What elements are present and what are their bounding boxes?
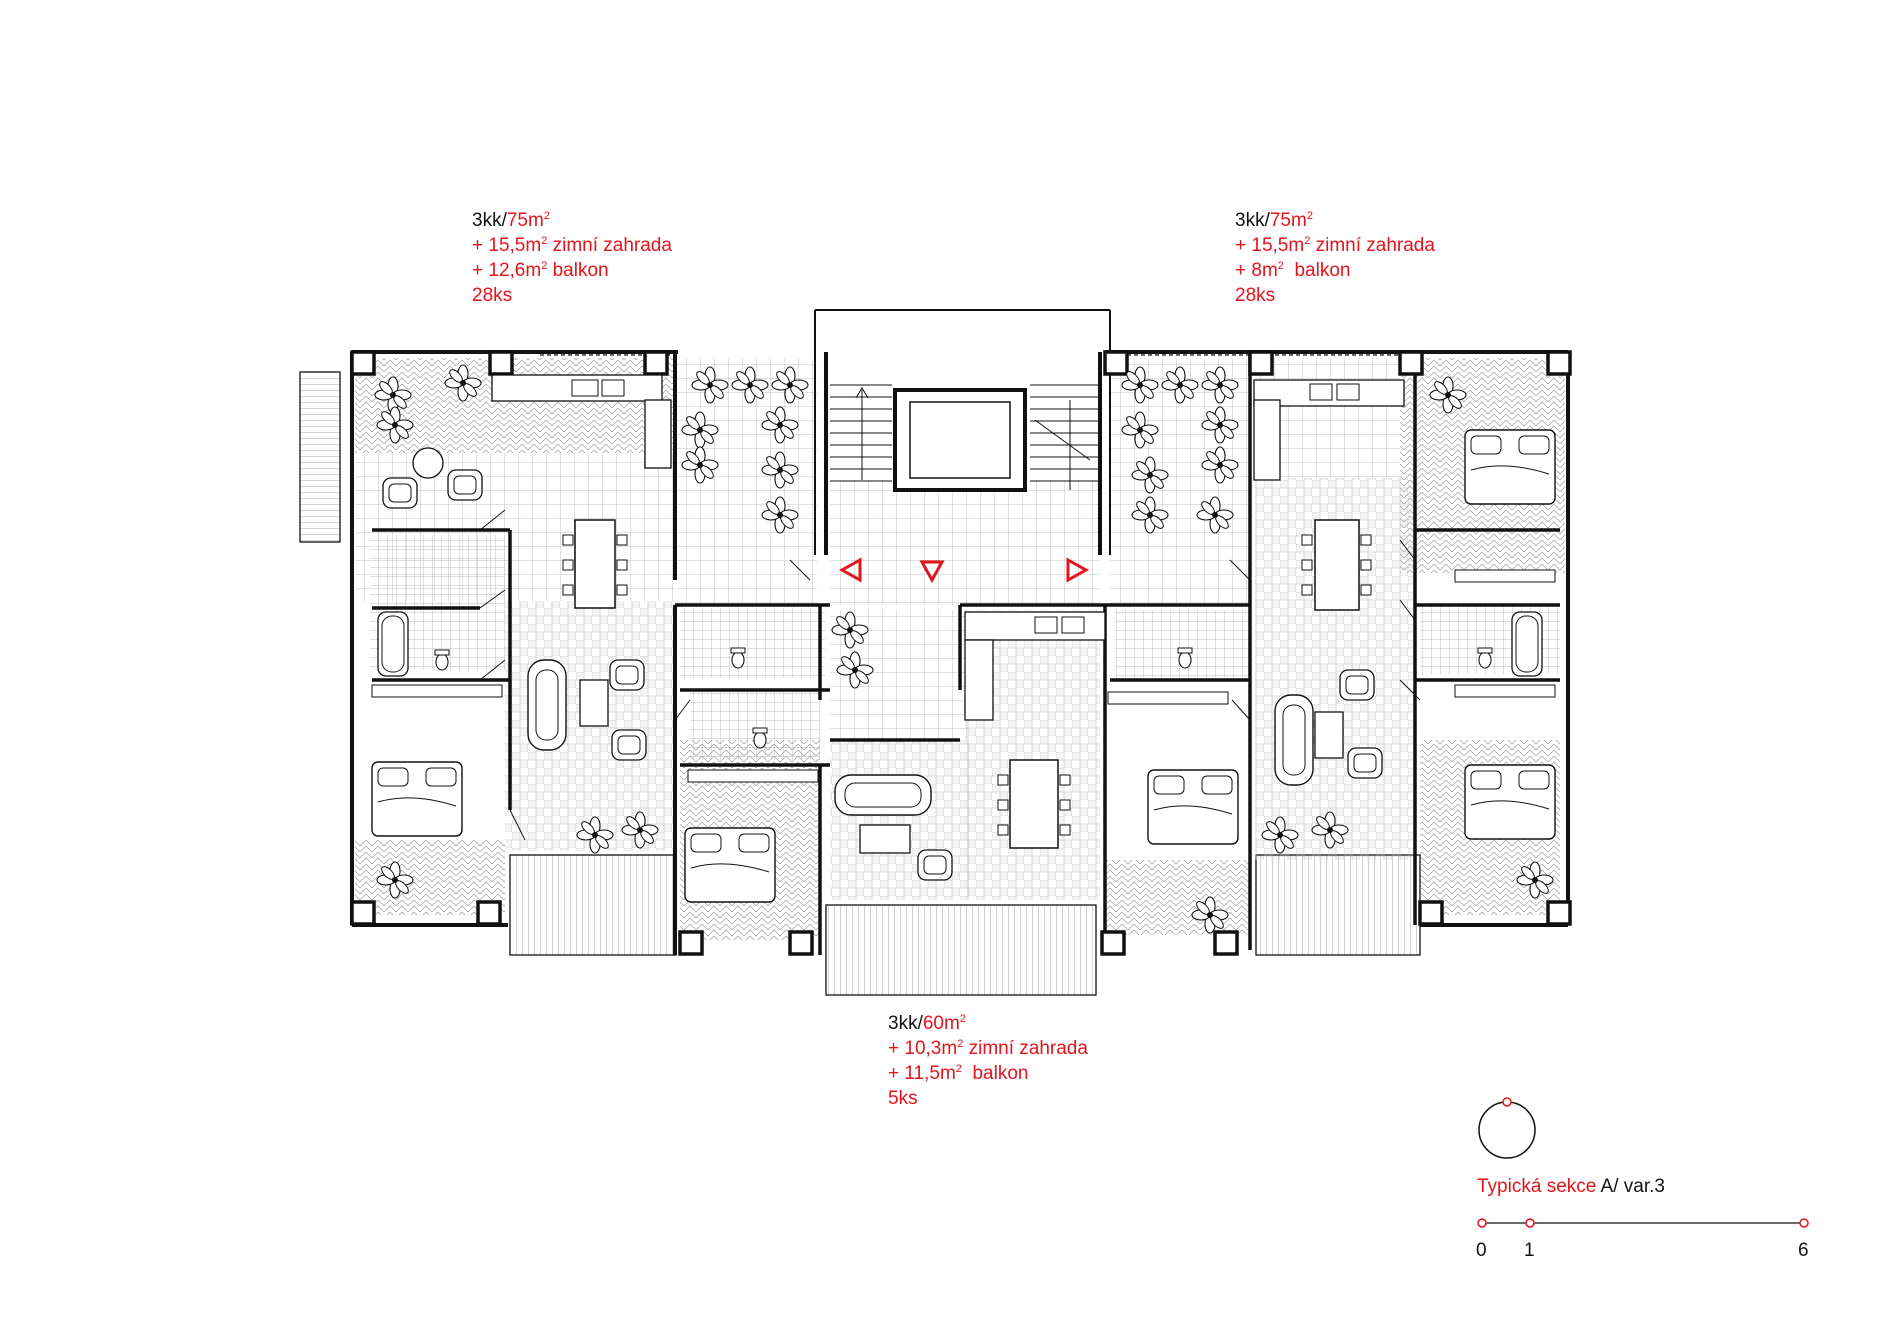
section-title-red: Typická sekce [1477,1176,1597,1197]
sofa-icon [527,659,567,751]
dining-table-icon [1009,759,1059,849]
toilet-icon [1477,647,1493,669]
sofa-icon [1274,694,1314,786]
scale-tick-0: 0 [1476,1240,1487,1261]
bathtub-icon [1511,611,1543,677]
balcony-label: balkon [1283,260,1351,281]
armchair-icon [611,729,647,761]
wardrobe-icon [1454,684,1556,698]
entrance-arrows [838,557,1090,584]
scale-tick-6: 6 [1798,1240,1809,1261]
bed-icon [684,827,776,903]
coffee-table-icon [1314,711,1344,759]
unit-count: 28ks [1235,285,1276,306]
dining-table-icon [1314,519,1360,611]
scale-tick-1: 1 [1524,1240,1535,1261]
winter-garden-area: + 15,5m [472,235,542,256]
dining-table-icon [574,519,616,609]
toilet-icon [434,649,450,671]
furniture [371,429,1556,903]
toilet-icon [730,647,746,669]
winter-garden-area: + 15,5m [1235,235,1305,256]
coffee-table-icon [859,824,911,854]
wardrobe-icon [1454,569,1556,583]
toilet-icon [752,727,768,749]
armchair-icon [447,469,483,501]
unit-label-left: 3kk/75m2 + 15,5m2 zimní zahrada + 12,6m2… [472,210,672,306]
wardrobe-icon [687,769,819,783]
bed-icon [371,761,463,837]
armchair-icon [917,849,953,881]
unit-label-right: 3kk/75m2 + 15,5m2 zimní zahrada + 8m2 ba… [1235,210,1435,306]
unit-label-center: 3kk/60m2 + 10,3m2 zimní zahrada + 11,5m2… [888,1013,1088,1109]
unit-type: 3kk/ [472,210,507,231]
balcony-area: + 8m [1235,260,1278,281]
doors [479,509,1421,841]
bed-icon [1464,429,1556,505]
balcony-label: balkon [961,1063,1029,1084]
coffee-table-icon [579,679,609,727]
balconies [299,371,1421,996]
north-marker-icon [1502,1097,1512,1107]
unit-area: 75m [506,210,544,231]
unit-area: 75m [1269,210,1307,231]
scale-bar [1477,1218,1809,1228]
armchair-icon [609,659,645,691]
unit-area: 60m [922,1013,960,1034]
entrance-arrow-down [919,560,945,584]
staircase [830,384,1098,492]
unit-type: 3kk/ [1235,210,1270,231]
fixtures [371,374,1556,783]
north-indicator [1478,1097,1536,1159]
unit-count: 5ks [888,1088,918,1109]
balcony-area: + 11,5m [888,1063,956,1084]
walls [350,309,1570,955]
balcony-label: balkon [547,260,609,281]
entrance-arrow-left [838,557,862,583]
sofa-icon [834,774,932,816]
wardrobe-icon [1107,691,1229,705]
bed-icon [1147,769,1239,845]
unit-type: 3kk/ [888,1013,923,1034]
winter-garden-area: + 10,3m [888,1038,958,1059]
winter-garden-label: zimní zahrada [1310,235,1435,256]
wardrobe-icon [371,684,503,698]
section-title: Typická sekce A/ var.3 [1477,1176,1665,1198]
north-circle-icon [1478,1101,1536,1159]
balcony-area: + 12,6m [472,260,542,281]
armchair-icon [1347,747,1383,779]
section-title-black: A/ var.3 [1596,1176,1665,1197]
winter-garden-label: zimní zahrada [963,1038,1088,1059]
bathtub-icon [377,611,409,677]
armchair-icon [382,477,418,509]
entrance-arrow-right [1066,557,1090,583]
armchair-icon [1339,669,1375,701]
bed-icon [1464,764,1556,840]
toilet-icon [1177,647,1193,669]
unit-count: 28ks [472,285,513,306]
round-table-icon [412,447,444,479]
winter-garden-label: zimní zahrada [547,235,672,256]
